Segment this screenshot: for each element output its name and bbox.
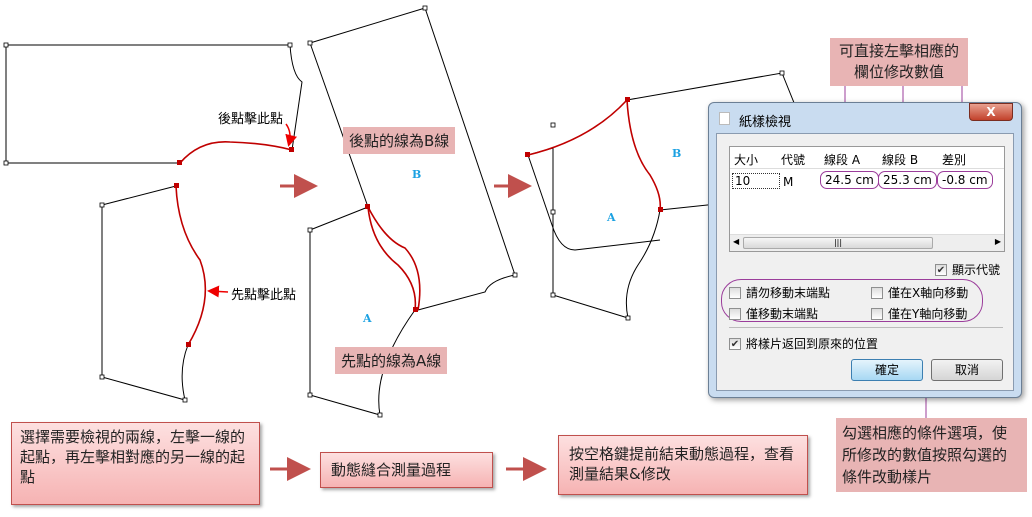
red-line-a-right bbox=[626, 99, 662, 211]
cell-seg-b[interactable]: 25.3 cm bbox=[878, 171, 937, 189]
callout-check-options: 勾選相應的條件選項，使所修改的數值按照勾選的條件改動樣片 bbox=[836, 418, 1027, 492]
show-code-checkbox[interactable]: ✔顯示代號 bbox=[935, 263, 1001, 277]
divider bbox=[729, 327, 1003, 328]
option-no-move-end[interactable]: 請勿移動末端點 bbox=[729, 284, 830, 301]
cell-diff[interactable]: -0.8 cm bbox=[937, 171, 993, 189]
col-diff[interactable]: 差別 bbox=[942, 153, 967, 167]
checkmark-icon: ✔ bbox=[729, 337, 741, 350]
red-line-b-right bbox=[527, 99, 628, 156]
letter-b-right: B bbox=[672, 147, 682, 160]
table-row: 10 M 24.5 cm 25.3 cm -0.8 cm bbox=[730, 171, 1004, 193]
col-code[interactable]: 代號 bbox=[781, 153, 806, 167]
label-line-a: 先點的線為A線 bbox=[335, 347, 448, 374]
red-line-a-mid bbox=[367, 206, 417, 311]
col-size[interactable]: 大小 bbox=[734, 153, 759, 167]
letter-a: A bbox=[363, 312, 372, 325]
return-piece-checkbox[interactable]: ✔將樣片返回到原來的位置 bbox=[729, 337, 879, 351]
step-3-box: 按空格鍵提前結束動態過程，查看測量結果&修改 bbox=[558, 435, 808, 495]
red-line-b-mid bbox=[367, 206, 421, 311]
letter-b: B bbox=[412, 168, 422, 181]
pattern-view-dialog: 紙樣檢視 X 大小 代號 線段 A 線段 B 差別 10 M 24.5 cm 2… bbox=[708, 102, 1022, 398]
red-line-a-left bbox=[175, 185, 207, 346]
option-x-only[interactable]: 僅在X軸向移動 bbox=[871, 284, 968, 301]
ok-button[interactable]: 確定 bbox=[851, 359, 923, 381]
callout-edit-fields: 可直接左擊相應的欄位修改數值 bbox=[830, 38, 968, 86]
note-click-first: 先點擊此點 bbox=[231, 284, 297, 303]
dialog-title: 紙樣檢視 bbox=[739, 115, 792, 130]
horizontal-scrollbar[interactable]: ◀ ||| ▶ bbox=[730, 234, 1004, 251]
red-line-b-left bbox=[179, 141, 293, 164]
close-button[interactable]: X bbox=[969, 103, 1013, 121]
pattern-piece-top-left bbox=[5, 44, 303, 164]
cell-seg-a[interactable]: 24.5 cm bbox=[820, 171, 879, 189]
cell-code[interactable]: M bbox=[783, 175, 794, 189]
measurement-table: 大小 代號 線段 A 線段 B 差別 10 M 24.5 cm 25.3 cm … bbox=[729, 146, 1005, 252]
pattern-piece-bottom-left bbox=[101, 185, 189, 401]
checkmark-icon: ✔ bbox=[935, 263, 947, 276]
label-line-b: 後點的線為B線 bbox=[343, 127, 456, 154]
option-move-end-only[interactable]: 僅移動末端點 bbox=[729, 305, 818, 322]
pattern-piece-right-a bbox=[527, 147, 661, 319]
col-seg-a[interactable]: 線段 A bbox=[824, 153, 861, 167]
note-click-later: 後點擊此點 bbox=[218, 108, 284, 127]
step-2-box: 動態縫合測量過程 bbox=[320, 452, 493, 488]
step-1-box: 選擇需要檢視的兩線，左擊一線的起點，再左擊相對應的另一線的起點 bbox=[11, 422, 260, 505]
cancel-button[interactable]: 取消 bbox=[931, 359, 1003, 381]
option-y-only[interactable]: 僅在Y軸向移動 bbox=[871, 305, 967, 322]
dialog-app-icon bbox=[719, 112, 730, 125]
pattern-piece-middle-b bbox=[309, 7, 516, 311]
pattern-piece-middle-a bbox=[309, 206, 416, 416]
cell-size[interactable]: 10 bbox=[732, 173, 780, 189]
col-seg-b[interactable]: 線段 B bbox=[882, 153, 919, 167]
options-highlight bbox=[721, 279, 983, 322]
letter-a-right: A bbox=[607, 211, 616, 224]
